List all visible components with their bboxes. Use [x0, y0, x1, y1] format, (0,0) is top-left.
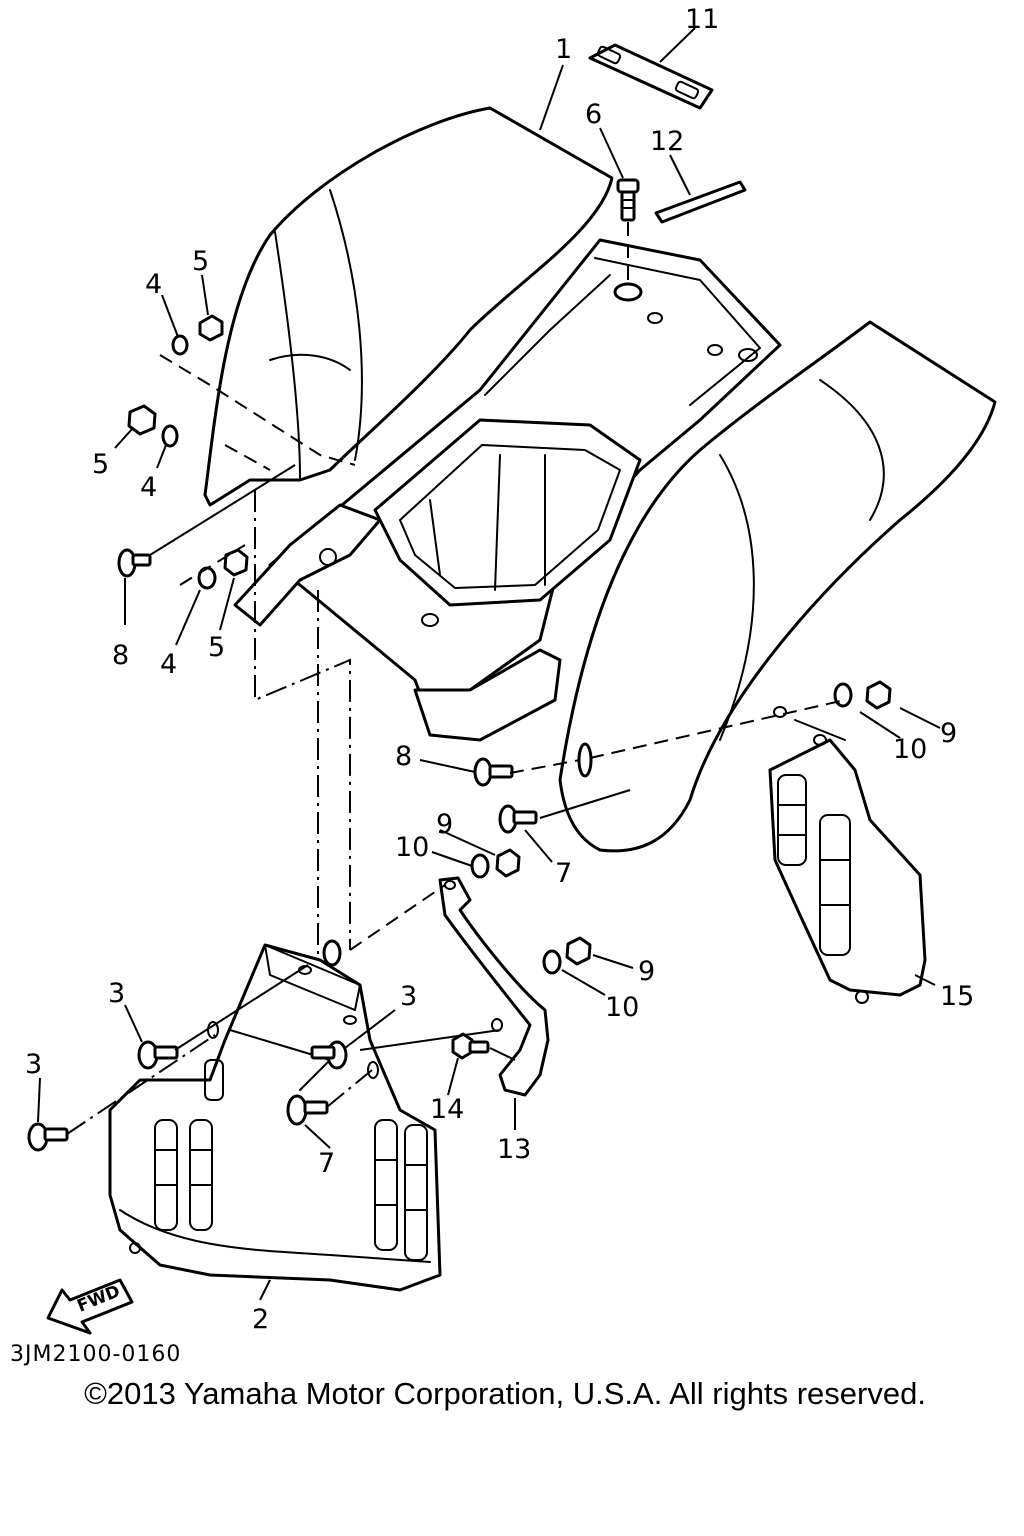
side-guard	[768, 706, 927, 1004]
callout-9: 9	[638, 956, 655, 987]
fwd-arrow: FWD	[46, 1278, 134, 1335]
callout-3: 3	[108, 978, 125, 1009]
callout-labels: 1 2 3 3 3 4 4 4 5 5 5 6 7 7 8 8 9 9 9 10…	[25, 4, 974, 1335]
parts-diagram: 1 2 3 3 3 4 4 4 5 5 5 6 7 7 8 8 9 9 9 10…	[25, 4, 997, 1335]
callout-9: 9	[940, 718, 957, 749]
callout-8: 8	[112, 640, 129, 671]
callout-9: 9	[436, 809, 453, 840]
callout-12: 12	[650, 126, 684, 157]
callout-4: 4	[145, 269, 162, 300]
callout-4: 4	[140, 472, 157, 503]
callout-1: 1	[555, 34, 572, 65]
callout-3: 3	[25, 1049, 42, 1080]
drawing-code: 3JM2100-0160	[10, 1342, 182, 1367]
callout-5: 5	[192, 246, 209, 277]
callout-14: 14	[430, 1094, 464, 1125]
callout-10: 10	[605, 992, 639, 1023]
callout-4: 4	[160, 649, 177, 680]
callout-11: 11	[685, 4, 719, 35]
strap	[588, 43, 714, 110]
callout-13: 13	[497, 1134, 531, 1165]
label-strip	[654, 180, 747, 224]
callout-7: 7	[555, 858, 572, 889]
callout-5: 5	[92, 449, 109, 480]
callout-leaders	[37, 27, 941, 1301]
copyright-notice: ©2013 Yamaha Motor Corporation, U.S.A. A…	[84, 1376, 926, 1411]
callout-10: 10	[395, 832, 429, 863]
callout-8: 8	[395, 741, 412, 772]
mud-guard	[108, 939, 442, 1292]
callout-5: 5	[208, 632, 225, 663]
bolt-6	[616, 178, 640, 222]
callout-10: 10	[893, 734, 927, 765]
callout-3: 3	[400, 981, 417, 1012]
callout-15: 15	[940, 981, 974, 1012]
callout-7: 7	[318, 1148, 335, 1179]
callout-2: 2	[252, 1304, 269, 1335]
callout-6: 6	[585, 99, 602, 130]
assembly-lines	[66, 222, 846, 1135]
rear-fender	[203, 106, 997, 853]
